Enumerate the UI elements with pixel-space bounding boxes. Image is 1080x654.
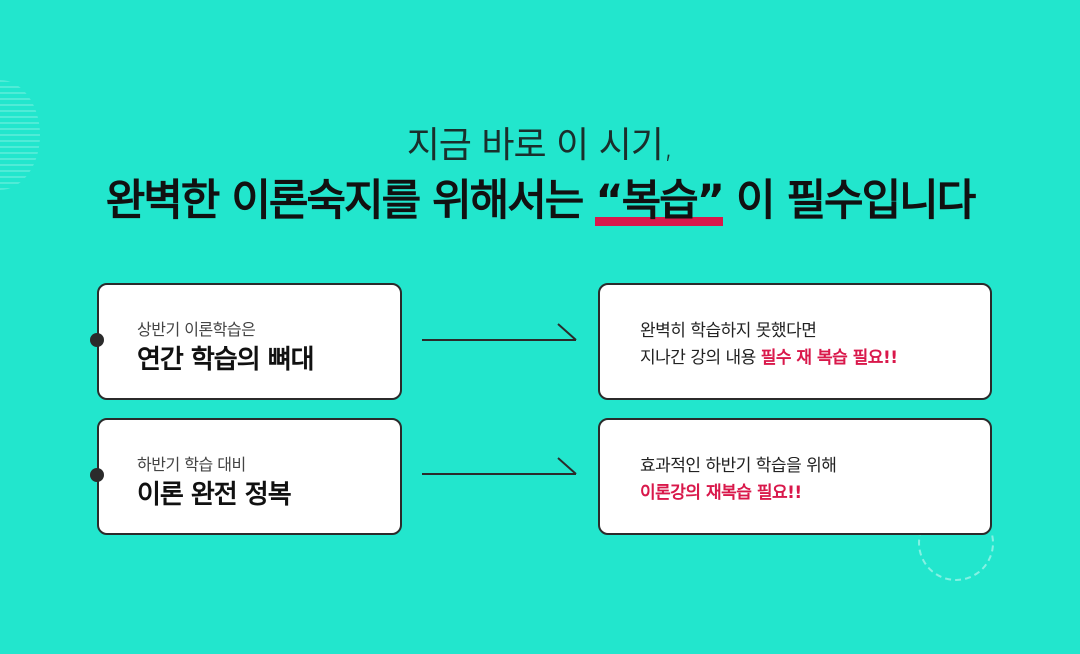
- dot-icon: [90, 468, 104, 482]
- right-card-2-line2-emphasis: 이론강의 재복습 필요!!: [640, 483, 802, 503]
- right-card-1-line2-emphasis: 필수 재 복습 필요!!: [760, 348, 898, 368]
- left-card-1-title: 연간 학습의 뼈대: [137, 345, 315, 375]
- left-card-2: 하반기 학습 대비 이론 완전 정복: [90, 418, 402, 535]
- right-card-1-line2-plain: 지나간 강의 내용: [640, 348, 761, 368]
- right-card-2-line1: 효과적인 하반기 학습을 위해: [640, 456, 837, 476]
- headline-sub: 지금 바로 이 시기,: [406, 125, 675, 166]
- dot-icon: [90, 333, 104, 347]
- right-card-1: 완벽히 학습하지 못했다면 지나간 강의 내용 필수 재 복습 필요!!: [598, 283, 992, 400]
- right-card-1-line2: 지나간 강의 내용 필수 재 복습 필요!!: [640, 345, 898, 372]
- right-card-2: 효과적인 하반기 학습을 위해 이론강의 재복습 필요!!: [598, 418, 992, 535]
- right-card-1-line1: 완벽히 학습하지 못했다면: [640, 321, 817, 341]
- left-card-2-title: 이론 완전 정복: [137, 480, 292, 510]
- headline-main-after: 이 필수입니다: [722, 176, 976, 226]
- right-card-1-text: 완벽히 학습하지 못했다면 지나간 강의 내용 필수 재 복습 필요!!: [640, 318, 898, 372]
- left-card-2-subtitle: 하반기 학습 대비: [137, 455, 246, 474]
- right-arrow-icon: [422, 457, 577, 475]
- headline-main: 완벽한 이론숙지를 위해서는 “복습” 이 필수입니다: [0, 166, 1080, 228]
- right-card-2-text: 효과적인 하반기 학습을 위해 이론강의 재복습 필요!!: [640, 453, 837, 507]
- headline-highlight: “복습”: [595, 166, 725, 228]
- left-card-1: 상반기 이론학습은 연간 학습의 뼈대: [90, 283, 402, 400]
- right-arrow-icon: [422, 323, 577, 341]
- headline-main-before: 완벽한 이론숙지를 위해서는: [105, 176, 596, 226]
- right-card-2-line2: 이론강의 재복습 필요!!: [640, 480, 836, 507]
- left-card-1-subtitle: 상반기 이론학습은: [137, 320, 256, 339]
